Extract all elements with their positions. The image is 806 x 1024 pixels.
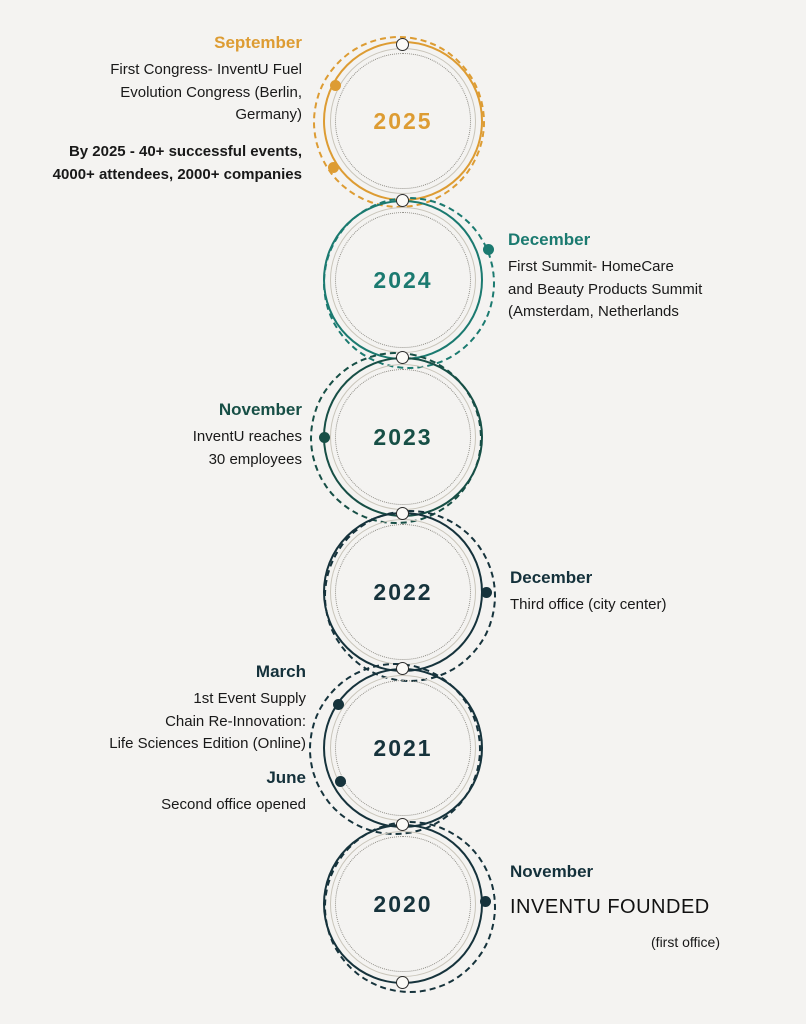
inner-dotted-ring [335, 524, 471, 660]
founded-title: INVENTU FOUNDED [510, 895, 710, 918]
event-text: Life Sciences Edition (Online) [109, 735, 306, 753]
inner-dotted-ring [335, 836, 471, 972]
event-dot-november-2020 [480, 896, 491, 907]
event-block-2021: March 1st Event Supply Chain Re-Innovati… [46, 659, 306, 817]
event-text: InventU reaches [192, 427, 302, 445]
month-label: September [214, 33, 302, 52]
timeline-circle-2020: 2020 [314, 811, 506, 1003]
connector-dot [396, 351, 409, 364]
month-label: December [510, 568, 593, 587]
inner-dotted-ring [335, 680, 471, 816]
event-dot-december-2022 [481, 587, 492, 598]
year-label-2022: 2022 [373, 578, 433, 605]
event-dot-september [330, 80, 341, 91]
month-label: December [508, 230, 591, 249]
timeline-circle-2023: 2023 [296, 338, 496, 538]
timeline-circle-2021: 2021 [300, 654, 490, 844]
connector-dot [396, 818, 409, 831]
connector-dot [396, 194, 409, 207]
stats-text: By 2025 - 40+ successful events, [68, 143, 302, 161]
event-dot-june-2021 [335, 776, 346, 787]
connector-dot [396, 662, 409, 675]
month-label: November [218, 400, 302, 419]
event-text: (first office) [651, 934, 720, 951]
event-text: Germany) [235, 106, 302, 124]
year-label-2021: 2021 [373, 734, 433, 761]
event-block-2024: December First Summit- HomeCare and Beau… [508, 227, 778, 324]
month-label: November [510, 862, 594, 881]
connector-dot [396, 507, 409, 520]
event-text: Second office opened [161, 796, 306, 814]
event-dot-december-2024 [483, 244, 494, 255]
event-text: Evolution Congress (Berlin, [120, 83, 302, 101]
inner-dotted-ring [335, 369, 471, 505]
event-text: First Congress- InventU Fuel [110, 60, 302, 78]
year-label-2020: 2020 [373, 890, 433, 917]
event-text: 30 employees [208, 450, 302, 468]
event-dot-november-2023 [319, 432, 330, 443]
event-dot-march-2021 [333, 699, 344, 710]
event-text: and Beauty Products Summit [508, 280, 703, 298]
connector-dot [396, 976, 409, 989]
event-text: Third office (city center) [510, 595, 667, 613]
event-text: (Amsterdam, Netherlands [508, 303, 679, 321]
inner-dotted-ring [335, 53, 471, 189]
timeline-circle-2022: 2022 [312, 498, 508, 694]
timeline-circle-2025: 2025 [301, 24, 497, 220]
month-label: June [266, 768, 306, 788]
event-text: First Summit- HomeCare [508, 257, 674, 275]
timeline-circle-2024: 2024 [314, 188, 504, 378]
event-text: 1st Event Supply [193, 689, 306, 707]
month-label: March [255, 662, 306, 681]
event-block-2025: September First Congress- InventU Fuel E… [22, 30, 302, 187]
stats-text: 4000+ attendees, 2000+ companies [52, 166, 302, 184]
year-label-2024: 2024 [373, 266, 433, 293]
event-dot-2025-stats [328, 162, 339, 173]
connector-dot [396, 38, 409, 51]
inner-dotted-ring [335, 212, 471, 348]
event-block-2022: December Third office (city center) [510, 565, 760, 617]
year-label-2023: 2023 [373, 423, 433, 450]
event-block-2023: November InventU reaches 30 employees [62, 397, 302, 471]
year-label-2025: 2025 [373, 107, 433, 134]
event-text: Chain Re-Innovation: [165, 712, 306, 730]
event-block-2020: November INVENTU FOUNDED (first office) [510, 859, 750, 953]
